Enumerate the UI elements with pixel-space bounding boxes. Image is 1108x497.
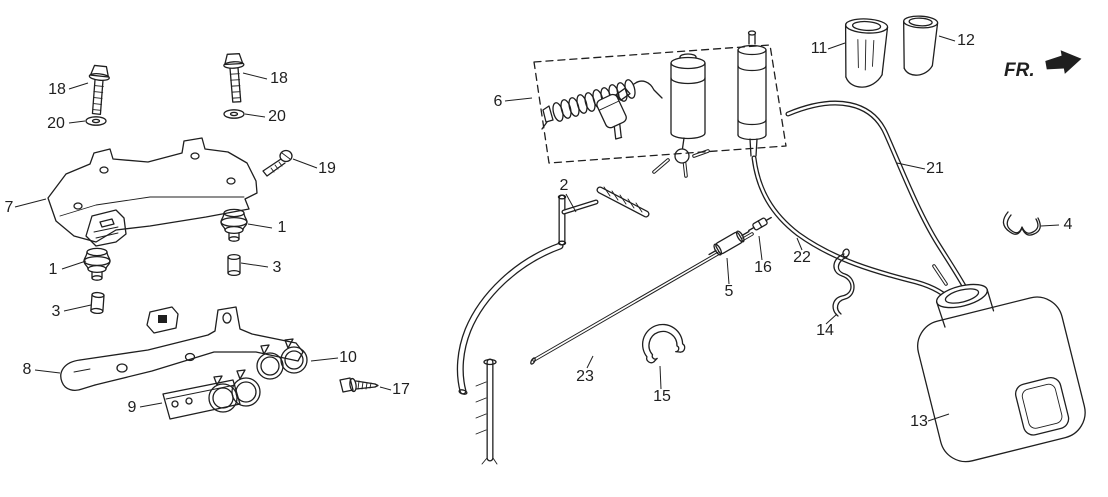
part-screw-19 [262, 149, 293, 177]
part-canister-13 [917, 283, 1086, 463]
part-bolt-18-left [84, 64, 112, 116]
callout-label: 21 [926, 160, 944, 177]
callout-label: 2 [560, 177, 569, 194]
callout-4: 4 [1040, 216, 1073, 233]
part-joint-16 [748, 216, 772, 232]
callout-label: 20 [268, 108, 286, 125]
callout-9: 9 [128, 399, 163, 416]
part-bracket-7 [47, 137, 258, 247]
callout-label: 15 [653, 388, 671, 405]
part-washer-20-right [223, 109, 245, 119]
part-tube-22 [754, 158, 954, 304]
part-washer-20-left [85, 116, 107, 126]
callout-label: 5 [725, 283, 734, 300]
callout-label: 6 [494, 93, 503, 110]
callout-18-right: 18 [242, 70, 288, 87]
fr-label: FR. [1004, 60, 1035, 81]
fr-direction: FR. [1004, 50, 1082, 81]
part-mount-1-right [220, 208, 248, 242]
callout-13: 13 [910, 413, 950, 430]
callout-16: 16 [754, 235, 772, 276]
callout-label: 20 [47, 115, 65, 132]
three-way-joint [652, 148, 710, 178]
part-tube-23 [530, 232, 754, 365]
callout-20-left: 20 [47, 115, 86, 132]
callout-5: 5 [725, 257, 734, 300]
callout-11: 11 [811, 40, 846, 57]
part-canister-port-tube [932, 264, 948, 286]
callout-label: 4 [1064, 216, 1073, 233]
callout-label: 1 [49, 261, 58, 278]
part-holder-11 [844, 18, 889, 88]
solenoid-valve-a [596, 87, 631, 140]
callout-label: 1 [278, 219, 287, 236]
callout-2: 2 [560, 177, 577, 213]
callout-label: 16 [754, 259, 772, 276]
callout-10: 10 [310, 349, 357, 366]
callout-label: 8 [23, 361, 32, 378]
part-bolt-18-right [222, 52, 247, 104]
part-clip-15 [642, 323, 686, 364]
fr-arrow-icon [1045, 50, 1082, 74]
callout-label: 17 [392, 381, 410, 398]
callout-7: 7 [5, 198, 47, 216]
inline-valve [737, 30, 767, 157]
callout-label: 23 [576, 368, 594, 385]
callout-20-right: 20 [244, 108, 286, 125]
callout-14: 14 [816, 313, 838, 339]
callout-6: 6 [494, 93, 533, 110]
callout-22: 22 [793, 237, 811, 266]
callout-1-left: 1 [49, 260, 87, 278]
part-clamp-9 [162, 369, 261, 420]
part-collar-3-right [227, 253, 241, 277]
part-clamp-14 [832, 248, 855, 317]
part-joint-2 [557, 187, 646, 245]
callout-label: 3 [273, 259, 282, 276]
callout-label: 19 [318, 160, 336, 177]
callout-15: 15 [653, 365, 671, 405]
part-curved-hose [459, 246, 560, 395]
callout-17: 17 [379, 381, 410, 398]
callout-label: 18 [270, 70, 288, 87]
callout-label: 13 [910, 413, 928, 430]
callout-label: 10 [339, 349, 357, 366]
callout-3-right: 3 [240, 259, 282, 276]
callout-label: 18 [48, 81, 66, 98]
callout-label: 9 [128, 399, 137, 416]
part-clamp-10 [256, 338, 308, 380]
part-bolt-17 [339, 377, 379, 393]
part-solenoid-assembly-6 [533, 30, 787, 178]
callout-label: 7 [5, 199, 14, 216]
part-bracket-8 [60, 306, 304, 391]
part-clip-4 [1002, 211, 1041, 236]
callout-23: 23 [576, 355, 594, 385]
callout-8: 8 [23, 361, 61, 378]
part-collar-3-left [90, 291, 105, 315]
callout-1-right: 1 [247, 219, 287, 236]
part-fuel-pipe [475, 360, 498, 465]
callout-18-left: 18 [48, 81, 89, 98]
callout-12: 12 [938, 32, 975, 49]
callout-label: 14 [816, 322, 834, 339]
callout-label: 3 [52, 303, 61, 320]
part-tube-21 [788, 103, 964, 286]
part-holder-12 [903, 15, 939, 76]
callout-label: 22 [793, 249, 811, 266]
solenoid-valve-b [670, 53, 706, 153]
callout-label: 12 [957, 32, 975, 49]
callout-21: 21 [896, 160, 944, 177]
callout-3-left: 3 [52, 303, 92, 320]
part-mount-1-left [83, 247, 111, 281]
callout-19: 19 [292, 158, 336, 177]
callout-label: 11 [811, 40, 828, 57]
part-valve-5 [708, 230, 750, 256]
